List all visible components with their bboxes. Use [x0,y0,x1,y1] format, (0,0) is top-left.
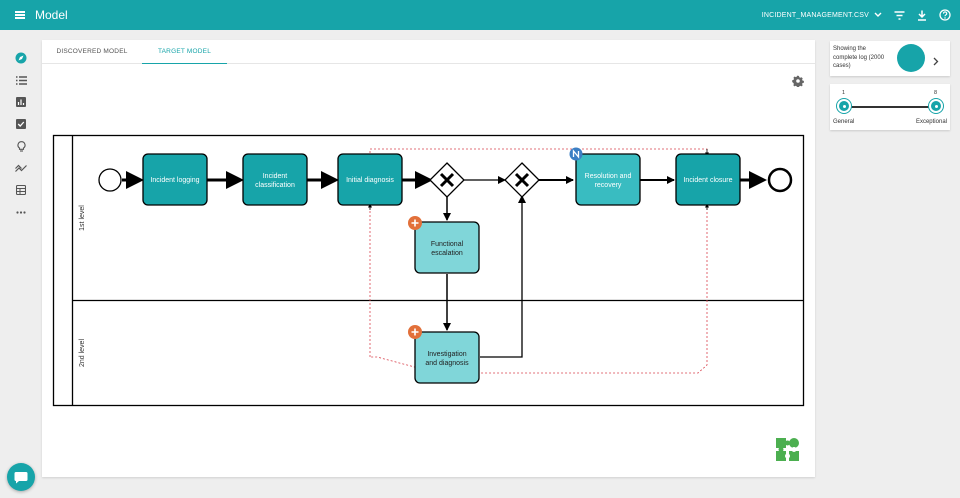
task-incident-closure[interactable]: Incident closure [675,153,741,206]
download-icon[interactable] [915,8,929,22]
file-selector[interactable]: INCIDENT_MANAGEMENT.CSV [761,11,869,19]
menu-icon[interactable] [5,0,35,30]
slider-min-value: 1 [842,90,846,96]
log-summary-text: Showing the complete log (2000 cases) [833,46,885,69]
svg-text:Functional: Functional [431,241,464,248]
slider-knob-max[interactable] [929,99,943,113]
top-bar: Model INCIDENT_MANAGEMENT.CSV [0,0,960,30]
filter-icon[interactable] [892,8,906,22]
svg-text:Investigation: Investigation [427,351,466,358]
lightbulb-icon[interactable] [13,138,29,154]
chevron-right-icon[interactable] [933,53,941,66]
svg-text:Resolution and: Resolution and [585,173,632,180]
exclusive-gateway-1[interactable] [429,162,465,198]
svg-text:classification: classification [255,182,295,189]
task-incident-classification[interactable]: Incident classification [242,153,308,206]
slider-max-value: 8 [934,90,938,96]
lane-label-1st: 1st level [79,205,86,231]
add-badge-icon[interactable] [408,325,422,339]
svg-text:Incident: Incident [263,173,288,180]
abstraction-slider-card: 1 8 General Exceptional [830,84,950,130]
task-resolution-recovery[interactable]: Resolution and recovery [575,153,641,206]
task-incident-logging[interactable]: Incident logging [142,153,208,206]
slider-knob-min[interactable] [837,99,851,113]
svg-text:and diagnosis: and diagnosis [425,360,469,367]
task-functional-escalation[interactable]: Functional escalation [414,221,480,274]
checklist-icon[interactable] [13,116,29,132]
log-summary-card[interactable]: Showing the complete log (2000 cases) [830,41,950,76]
lane-label-2nd: 2nd level [79,339,86,367]
slider-track[interactable] [844,106,936,108]
trend-icon[interactable] [13,160,29,176]
left-rail [0,30,42,498]
bpmn-diagram: 1st level 2nd level [52,134,805,407]
compass-icon[interactable] [13,50,29,66]
chat-button[interactable] [7,463,35,491]
chat-icon [14,471,28,483]
task-initial-diagnosis[interactable]: Initial diagnosis [337,153,403,206]
bar-chart-icon[interactable] [13,94,29,110]
tab-discovered-model[interactable]: DISCOVERED MODEL [56,48,128,55]
table-icon[interactable] [13,182,29,198]
gear-icon[interactable] [792,74,804,88]
help-icon[interactable] [938,8,952,22]
svg-text:escalation: escalation [431,250,463,257]
pool: 1st level 2nd level [52,134,805,407]
tab-target-model[interactable]: TARGET MODEL [142,40,227,64]
svg-text:recovery: recovery [595,182,622,189]
sequence-flows [122,149,767,358]
task-investigation-diagnosis[interactable]: Investigation and diagnosis [414,331,480,384]
more-icon[interactable] [13,204,29,220]
svg-text:Incident closure: Incident closure [683,177,732,184]
slider-left-label: General [833,119,855,125]
puzzle-logo [775,437,801,463]
selection-outline [369,148,708,374]
model-tabs: DISCOVERED MODEL TARGET MODEL [42,40,815,64]
slider-right-label: Exceptional [915,119,947,125]
svg-text:Initial diagnosis: Initial diagnosis [346,177,394,184]
svg-text:Incident logging: Incident logging [150,177,199,184]
add-badge-icon[interactable] [408,216,422,230]
list-icon[interactable] [13,72,29,88]
end-event[interactable] [767,167,793,193]
model-panel: DISCOVERED MODEL TARGET MODEL 1st leve [42,40,815,477]
modified-badge-icon[interactable] [569,147,583,161]
exclusive-gateway-2[interactable] [504,162,540,198]
start-event[interactable] [98,168,122,192]
chevron-down-icon[interactable] [873,8,883,22]
app-title: Model [35,8,68,22]
log-coverage-circle [897,44,925,72]
